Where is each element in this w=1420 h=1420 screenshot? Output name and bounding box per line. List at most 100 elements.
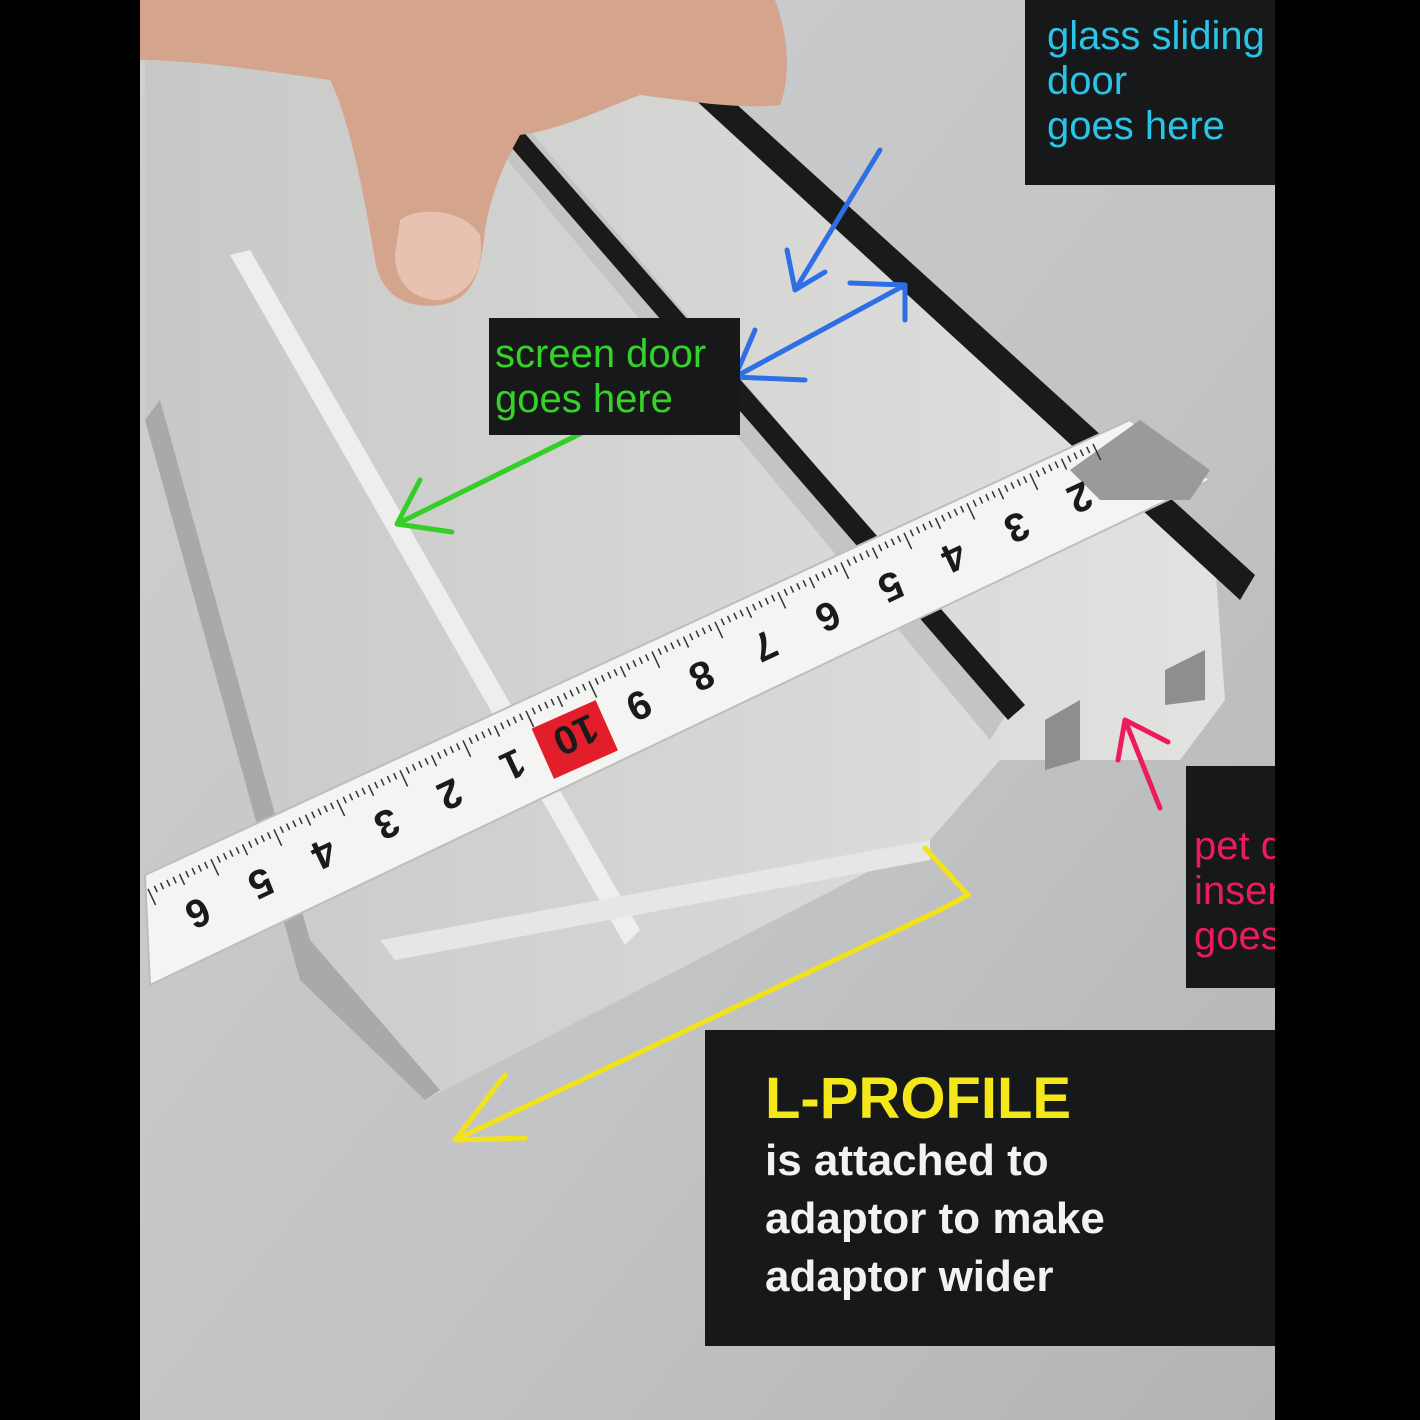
screen-label-line: screen door — [495, 332, 707, 376]
tape-tick — [941, 514, 946, 522]
l-profile-desc-line: adaptor wider — [765, 1252, 1054, 1301]
tape-tick — [726, 615, 732, 623]
tape-tick — [285, 823, 291, 831]
tape-tick — [985, 493, 990, 501]
l-profile-flange — [380, 840, 930, 960]
tape-tick — [342, 796, 347, 804]
tape-tick — [317, 808, 322, 816]
tape-tick — [1079, 449, 1085, 457]
tape-tick — [966, 502, 976, 520]
l-profile-title: L-PROFILE — [765, 1066, 1072, 1131]
tape-tick — [594, 677, 599, 685]
tape-tick — [216, 855, 221, 863]
glass-label-line: door — [1047, 59, 1128, 103]
tape-tick — [903, 532, 913, 550]
tape-tick — [500, 722, 505, 730]
tape-tick — [392, 772, 398, 780]
thumbnail — [395, 211, 481, 300]
tape-tick — [1004, 485, 1009, 492]
tape-tick — [670, 642, 675, 650]
tape-tick — [890, 538, 896, 546]
tape-tick — [487, 728, 492, 736]
tape-tick — [380, 778, 385, 786]
tape-tick — [827, 568, 833, 576]
tape-tick — [506, 719, 511, 727]
tape-tick — [525, 710, 535, 728]
tape-tick — [563, 692, 568, 700]
tape-tick — [714, 621, 724, 639]
tape-tick — [613, 668, 618, 676]
tape-tick — [405, 766, 410, 774]
yellow-bracket — [922, 845, 973, 913]
tape-tick — [588, 680, 598, 698]
tape-tick — [953, 508, 959, 516]
tape-tick — [241, 843, 249, 856]
tape-tick — [449, 746, 455, 754]
tape-tick — [348, 793, 354, 801]
tape-tick — [229, 849, 234, 857]
tape-tick — [537, 704, 543, 712]
tape-tick — [1048, 464, 1053, 472]
tape-tick — [367, 784, 375, 797]
tape-tick — [745, 606, 753, 619]
tape-tick — [871, 547, 879, 559]
blue-arrow-pointer — [784, 147, 883, 293]
yellow-arrow — [452, 907, 943, 1143]
tape-tick — [550, 698, 555, 706]
l-profile-desc-line: adaptor to make — [765, 1194, 1105, 1243]
tape-tick — [311, 811, 316, 819]
tape-tick — [329, 802, 335, 810]
tape-tick — [626, 663, 631, 670]
tape-tick — [928, 520, 933, 528]
tape-tick — [266, 832, 272, 840]
tape-tick — [518, 713, 524, 721]
tape-tick — [833, 565, 839, 573]
tape-tick — [1073, 452, 1078, 460]
tape-tick — [172, 876, 177, 884]
tape-tick — [544, 701, 549, 709]
tape-tick — [185, 870, 190, 878]
tape-tick — [399, 769, 409, 787]
tape-tick — [222, 852, 228, 860]
tape-tick — [569, 689, 574, 697]
tape-tick — [707, 624, 713, 632]
tape-red-marker — [531, 700, 618, 779]
tape-tick — [556, 695, 564, 708]
tape-tick — [859, 553, 864, 561]
tape-tick — [531, 707, 536, 715]
tape-tick — [701, 627, 707, 635]
tape-tick — [934, 517, 942, 530]
l-profile-label-box: L-PROFILE is attached to adaptor to make… — [705, 1030, 1275, 1346]
tape-tick — [619, 665, 627, 678]
tape-tick — [638, 657, 644, 665]
pet-label-line: pet door — [1194, 824, 1275, 868]
tape-tick — [279, 826, 284, 834]
screen-door-label-box: screen door goes here — [489, 318, 740, 435]
tape-tick — [909, 529, 914, 537]
tape-tick — [796, 582, 801, 590]
tape-tick — [777, 591, 787, 609]
tape-tick — [852, 556, 858, 564]
tape-tick — [846, 559, 851, 567]
tape-tick — [481, 731, 486, 739]
tape-tick — [884, 541, 889, 549]
tape-tick — [493, 725, 501, 737]
tape-tick — [821, 571, 826, 579]
tape-tick — [651, 651, 661, 669]
l-profile-desc-line: is attached to — [765, 1136, 1049, 1185]
tape-tick — [600, 674, 606, 682]
tape-tick — [915, 526, 921, 534]
tape-tick — [947, 511, 952, 519]
tape-tick — [689, 633, 694, 641]
tape-tick — [997, 487, 1005, 500]
tape-tick — [878, 544, 883, 552]
tape-tick — [1054, 461, 1059, 469]
tape-tick — [1041, 467, 1047, 475]
tape-tick — [260, 835, 266, 843]
tape-tick — [575, 686, 581, 694]
tape-tick — [197, 864, 203, 872]
tape-tick — [1022, 476, 1028, 484]
tape-tick — [657, 648, 662, 656]
